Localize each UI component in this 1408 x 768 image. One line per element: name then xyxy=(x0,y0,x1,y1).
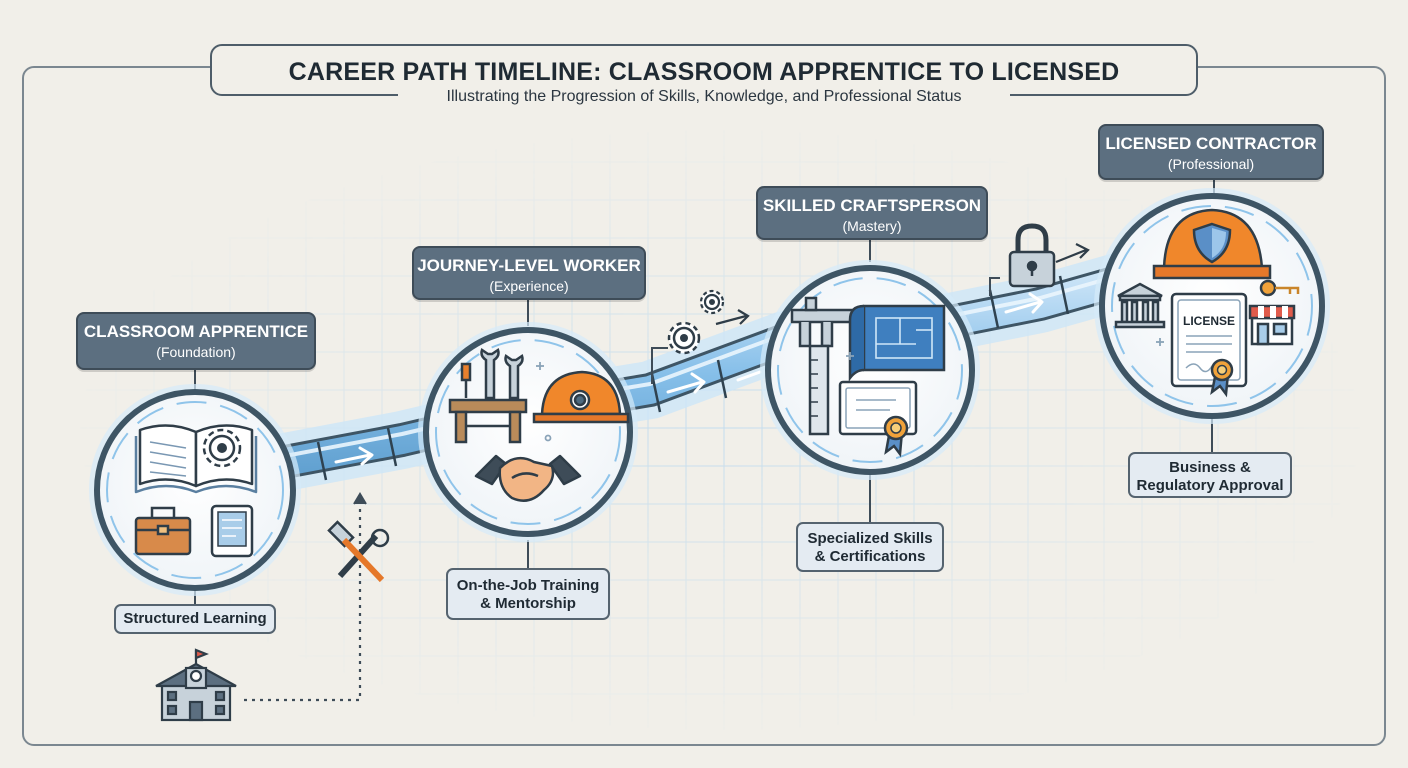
blueprint-icon xyxy=(848,304,946,382)
stage-2-title: JOURNEY-LEVEL WORKER xyxy=(417,256,641,275)
stage-4-caption-line-1: Business & xyxy=(1169,459,1251,476)
hard-hat-icon xyxy=(532,370,630,424)
shield-hard-hat-icon xyxy=(1152,208,1272,280)
stage-1-caption: Structured Learning xyxy=(114,604,276,634)
workbench-icon xyxy=(448,398,528,444)
stage-3-caption-line-2: & Certifications xyxy=(814,548,926,565)
stage-2-label: JOURNEY-LEVEL WORKER (Experience) xyxy=(412,246,646,300)
stage-4-title: LICENSED CONTRACTOR xyxy=(1105,134,1317,153)
tablet-icon xyxy=(210,504,254,558)
ruler-icon xyxy=(808,344,830,436)
certificate-icon xyxy=(838,380,918,458)
toolbox-icon xyxy=(134,506,192,556)
subtitle-box: Illustrating the Progression of Skills, … xyxy=(398,84,1010,110)
sparkle-decoration xyxy=(536,338,1164,442)
wrench-icon xyxy=(480,348,524,400)
license-document-icon xyxy=(1170,292,1248,398)
handshake-icon xyxy=(474,454,582,502)
stage-4-caption: Business & Regulatory Approval xyxy=(1128,452,1292,498)
key-icon xyxy=(1259,279,1300,297)
stage-1-subtitle: (Foundation) xyxy=(156,344,236,360)
license-label: LICENSE xyxy=(1182,314,1235,328)
stage-2-caption-line-1: On-the-Job Training xyxy=(456,577,600,594)
bank-icon xyxy=(1114,282,1166,329)
stage-4-label: LICENSED CONTRACTOR (Professional) xyxy=(1098,124,1324,180)
caliper-icon xyxy=(790,296,858,348)
stage-3-subtitle: (Mastery) xyxy=(842,218,902,234)
gear-icon xyxy=(202,428,242,468)
stage-2-caption-line-2: & Mentorship xyxy=(480,595,576,612)
stage-1-caption-line-1: Structured Learning xyxy=(123,610,267,627)
gears-icon xyxy=(667,289,750,355)
padlock-icon xyxy=(1008,223,1090,288)
page-subtitle: Illustrating the Progression of Skills, … xyxy=(446,88,962,105)
stage-1-label: CLASSROOM APPRENTICE (Foundation) xyxy=(76,312,316,370)
stage-3-caption-line-1: Specialized Skills xyxy=(807,530,933,547)
stage-4-caption-line-2: Regulatory Approval xyxy=(1136,477,1284,494)
stage-1-title: CLASSROOM APPRENTICE xyxy=(83,322,309,341)
stage-3-label: SKILLED CRAFTSPERSON (Mastery) xyxy=(756,186,988,240)
school-building-icon xyxy=(155,648,237,722)
stage-2-caption: On-the-Job Training & Mentorship xyxy=(446,568,610,620)
screwdriver-icon xyxy=(460,362,472,398)
stage-2-subtitle: (Experience) xyxy=(489,278,569,294)
storefront-icon xyxy=(1248,304,1296,346)
stage-3-title: SKILLED CRAFTSPERSON xyxy=(762,196,982,215)
stage-4-subtitle: (Professional) xyxy=(1167,156,1255,172)
hammer-wrench-icon xyxy=(327,520,390,583)
stage-3-caption: Specialized Skills & Certifications xyxy=(796,522,944,572)
